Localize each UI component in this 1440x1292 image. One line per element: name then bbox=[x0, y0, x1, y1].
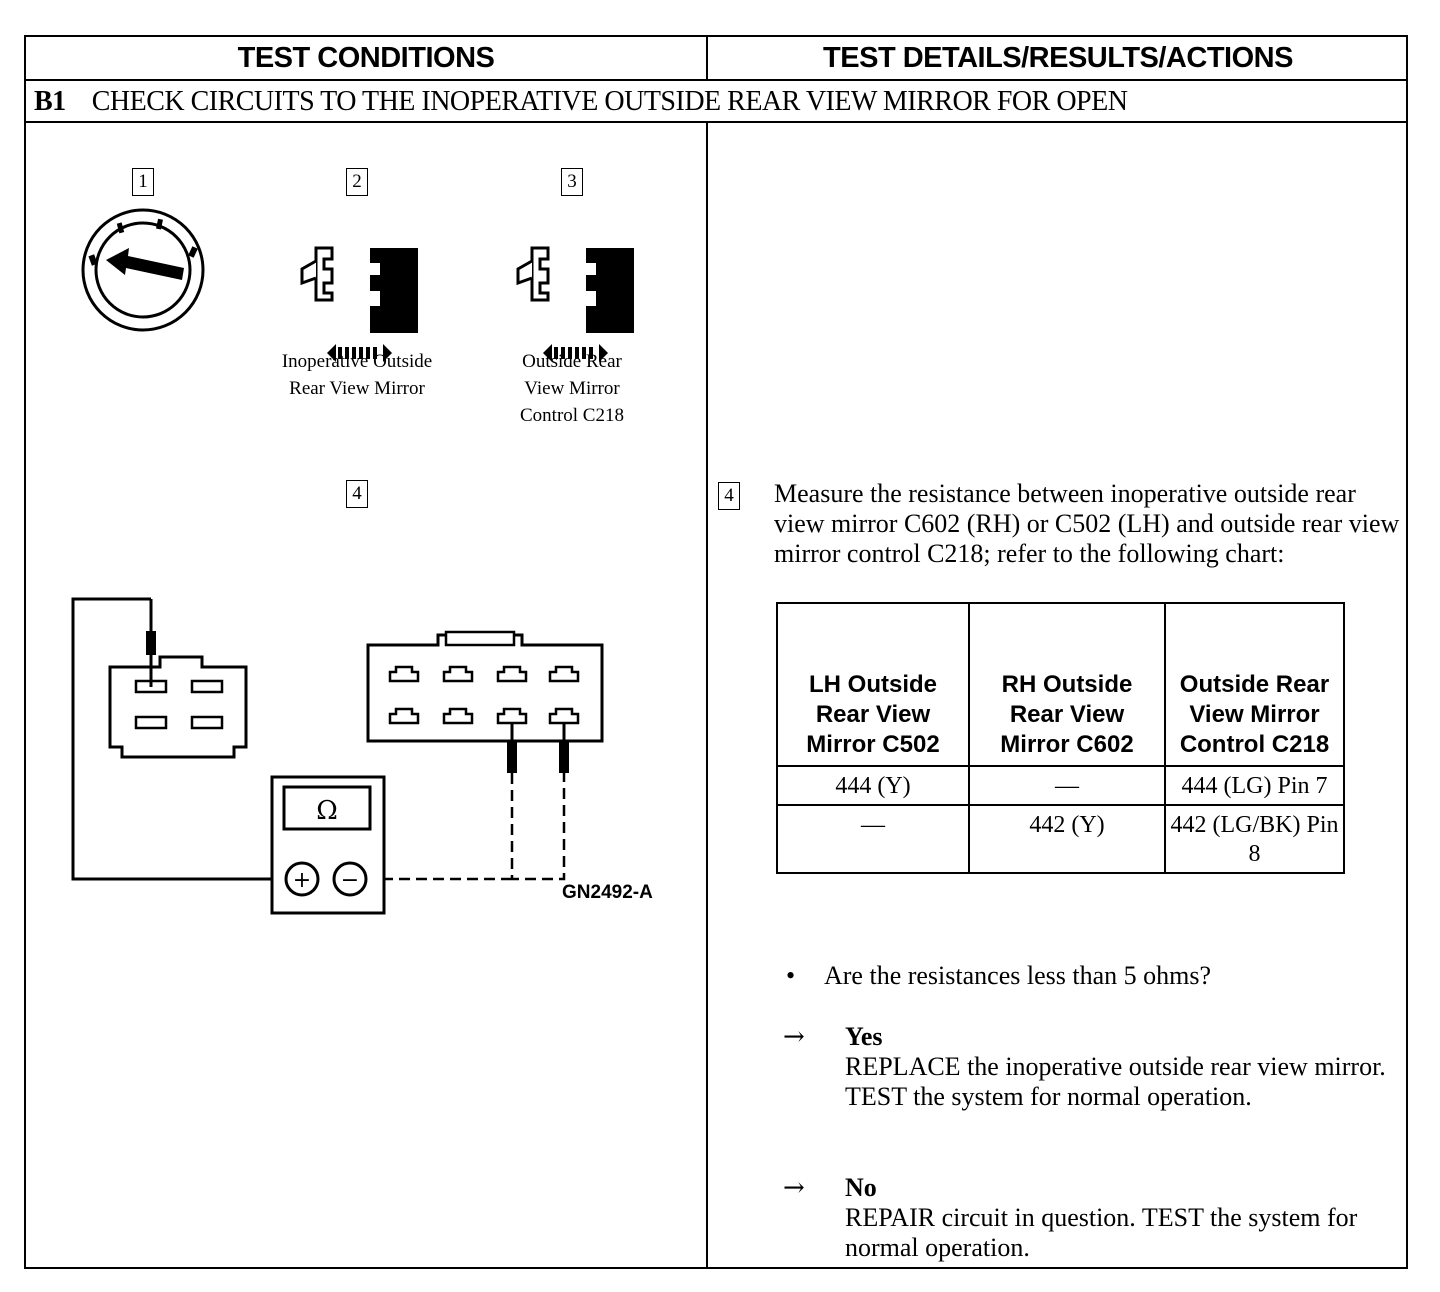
no-label: No bbox=[845, 1173, 877, 1202]
table-cell: 444 (Y) bbox=[776, 765, 970, 806]
caption-line: View Mirror bbox=[524, 378, 620, 399]
table-cell: 442 (LG/BK) Pin 8 bbox=[1164, 804, 1345, 874]
caption-inoperative-mirror: Inoperative Outside Rear View Mirror bbox=[252, 348, 462, 402]
header-test-conditions: TEST CONDITIONS bbox=[237, 41, 495, 74]
bullet-icon: • bbox=[786, 961, 796, 990]
caption-mirror-control: Outside Rear View Mirror Control C218 bbox=[496, 348, 648, 429]
step-4-box: 4 bbox=[346, 480, 368, 508]
test-id: B1 bbox=[34, 86, 66, 117]
table-header: RH Outside Rear View Mirror C602 bbox=[968, 602, 1166, 767]
table-header: LH Outside Rear View Mirror C502 bbox=[776, 602, 970, 767]
arrow-right-icon: → bbox=[783, 1173, 805, 1203]
meter-symbol: Ω bbox=[316, 796, 338, 826]
step-1-box: 1 bbox=[132, 168, 154, 196]
plus-terminal: + bbox=[293, 868, 311, 893]
table-row: — 442 (Y) 442 (LG/BK) Pin 8 bbox=[776, 804, 1345, 874]
header-column-divider bbox=[706, 37, 708, 79]
test-step-title: B1 CHECK CIRCUITS TO THE INOPERATIVE OUT… bbox=[34, 81, 1128, 123]
title-divider bbox=[26, 121, 1406, 123]
step-2-box: 2 bbox=[346, 168, 368, 196]
connector-icon bbox=[108, 655, 248, 759]
test-title-text: CHECK CIRCUITS TO THE INOPERATIVE OUTSID… bbox=[91, 86, 1128, 117]
step-3-box: 3 bbox=[561, 168, 583, 196]
instruction-text: Measure the resistance between inoperati… bbox=[774, 479, 1400, 568]
yes-action: REPLACE the inoperative outside rear vie… bbox=[845, 1052, 1386, 1111]
no-action: REPAIR circuit in question. TEST the sys… bbox=[845, 1203, 1358, 1262]
caption-line: Control C218 bbox=[520, 405, 624, 426]
connector-icon bbox=[516, 246, 634, 362]
ignition-switch-icon bbox=[81, 208, 205, 332]
table-header: Outside Rear View Mirror Control C218 bbox=[1164, 602, 1345, 767]
header-test-details: TEST DETAILS/RESULTS/ACTIONS bbox=[823, 41, 1293, 74]
table-header-row: LH Outside Rear View Mirror C502 RH Outs… bbox=[776, 602, 1345, 767]
caption-line: Rear View Mirror bbox=[289, 378, 425, 399]
figure-code: GN2492-A bbox=[562, 882, 653, 903]
table-cell: 442 (Y) bbox=[968, 804, 1166, 874]
table-cell: — bbox=[776, 804, 970, 874]
question-text: Are the resistances less than 5 ohms? bbox=[824, 961, 1212, 990]
detail-step-box: 4 bbox=[718, 482, 740, 510]
header-divider bbox=[26, 79, 1406, 81]
column-divider bbox=[706, 123, 708, 1269]
caption-line: Inoperative Outside bbox=[281, 351, 433, 372]
yes-label: Yes bbox=[845, 1022, 883, 1051]
arrow-right-icon: → bbox=[783, 1022, 805, 1052]
minus-terminal: − bbox=[341, 868, 359, 893]
ohmmeter-icon: Ω + − bbox=[270, 775, 386, 915]
connector-icon bbox=[300, 246, 418, 362]
table-row: 444 (Y) — 444 (LG) Pin 7 bbox=[776, 765, 1345, 806]
connector-icon bbox=[366, 630, 604, 743]
circuit-chart: LH Outside Rear View Mirror C502 RH Outs… bbox=[776, 602, 1345, 874]
table-cell: — bbox=[968, 765, 1166, 806]
table-cell: 444 (LG) Pin 7 bbox=[1164, 765, 1345, 806]
test-illustration: Ω + − bbox=[71, 208, 634, 915]
test-procedure-sheet: TEST CONDITIONS TEST DETAILS/RESULTS/ACT… bbox=[24, 35, 1408, 1269]
caption-line: Outside Rear bbox=[522, 351, 622, 372]
